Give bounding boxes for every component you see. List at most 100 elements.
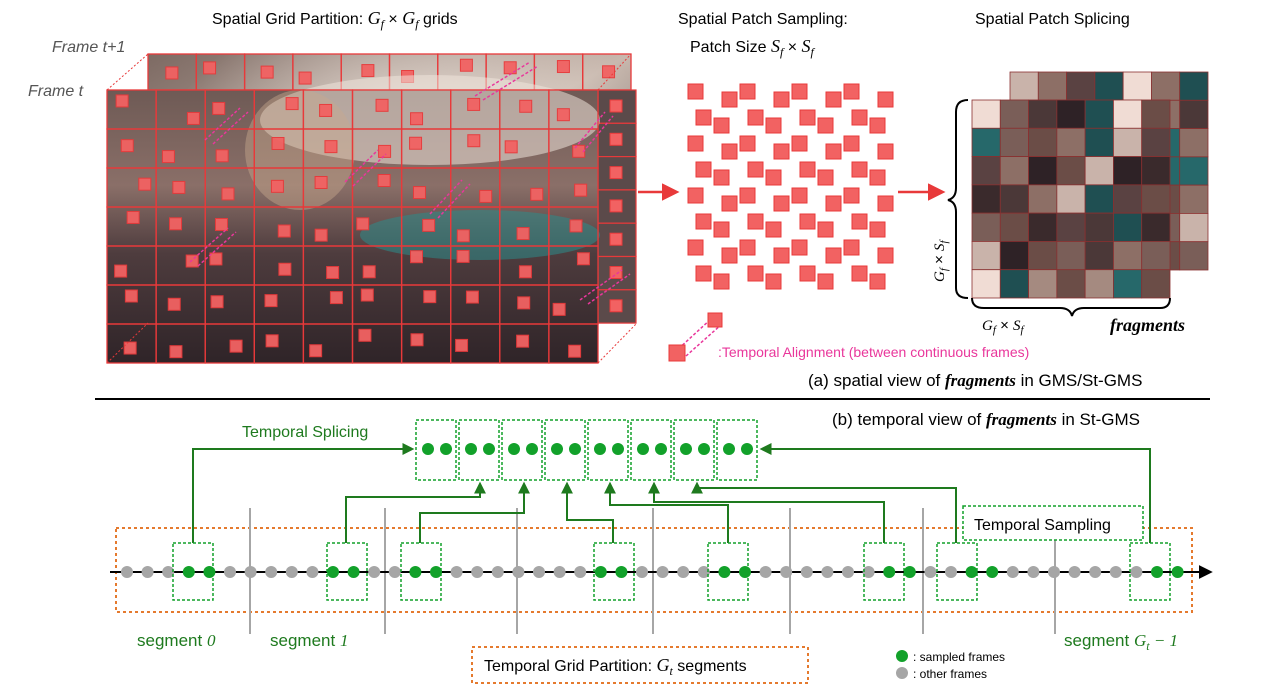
front-patch [271, 136, 285, 150]
sampled-patch [791, 135, 808, 152]
alignment-link [344, 149, 379, 183]
fragment-front-tile [971, 241, 1001, 271]
fragment-front-tile [1113, 269, 1143, 299]
sampled-patch [817, 273, 834, 290]
temporal-sample-box [863, 542, 905, 601]
fragment-back-tile [1179, 184, 1209, 214]
spliced-temporal-boxes [415, 419, 758, 481]
sampled-patch [869, 273, 886, 290]
other-frame-dot [842, 566, 854, 578]
sampled-patch [695, 265, 712, 282]
other-frame-dot [574, 566, 587, 578]
spatial-caption: (a) spatial view of fragments in GMS/St-… [808, 371, 1142, 390]
sampling-title-line2: Patch Size Sf × Sf [690, 36, 816, 59]
front-cell [548, 323, 599, 364]
alignment-link [579, 269, 623, 301]
sampled-patches-grid [687, 83, 894, 290]
alignment-link [189, 227, 229, 263]
connector-seg3 [561, 481, 614, 543]
sampled-frame-dot [327, 566, 339, 578]
front-patch [229, 339, 243, 353]
connector-seg2 [419, 481, 530, 543]
temporal-caption: (b) temporal view of fragments in St-GMS [832, 410, 1140, 429]
front-patch [375, 98, 389, 112]
front-patch [161, 150, 175, 164]
alignment-link [437, 183, 471, 219]
sampled-patch [739, 83, 756, 100]
fragment-back-tile [1151, 71, 1181, 101]
other-frame-dot [924, 566, 937, 578]
spliced-frame-dot [680, 443, 692, 455]
fragment-front-tile [971, 212, 1001, 242]
back-patch [556, 60, 570, 74]
sampled-patch [773, 247, 790, 264]
sampled-patch [799, 265, 816, 282]
sampled-frame-dot [594, 566, 607, 578]
grid-partition-title: Spatial Grid Partition: Gf × Gf grids [212, 8, 458, 31]
sampled-frame-dot [203, 566, 216, 578]
sampled-patch [721, 195, 738, 212]
back-side-patch [609, 132, 623, 146]
other-frame-dot [1130, 566, 1143, 578]
sampled-patch [799, 161, 816, 178]
other-frame-dot [656, 566, 669, 578]
temporal-partition-box [471, 646, 809, 684]
front-patch [410, 250, 424, 264]
other-frame-dot [224, 566, 236, 578]
width-dimension-label: Gf × Sf [982, 317, 1026, 336]
back-patch [459, 58, 473, 72]
other-frame-dot [800, 566, 813, 578]
frame-next-label: Frame t+1 [52, 39, 125, 56]
alignment-link [587, 273, 631, 305]
frame-current-grid [106, 89, 599, 364]
sampled-patch [825, 91, 842, 108]
spliced-temporal-box [501, 419, 543, 481]
legend-sampled-label: : sampled frames [913, 650, 1005, 664]
sampling-title-line1: Spatial Patch Sampling: [678, 11, 848, 28]
front-patch [138, 177, 152, 191]
fragment-back-tile [1066, 71, 1096, 101]
sampled-patch [765, 169, 782, 186]
other-frame-dot [821, 566, 834, 578]
other-frame-dot [1068, 566, 1081, 578]
other-frame-dot [121, 566, 133, 578]
other-frame-dot [491, 566, 504, 578]
front-patch [410, 112, 424, 126]
fragment-back-tile [1037, 71, 1067, 101]
sampled-patch [739, 135, 756, 152]
front-patch [124, 289, 138, 303]
fragment-back-tile [1179, 241, 1209, 271]
front-patch [377, 174, 391, 188]
front-patch [455, 338, 469, 352]
fragment-front-tile [1084, 127, 1114, 157]
front-patch [467, 134, 481, 148]
fragment-front-tile [999, 127, 1029, 157]
front-patch [412, 186, 426, 200]
fragment-front-tile [1141, 241, 1171, 271]
front-patch [169, 345, 183, 359]
fragment-front-tile [1084, 241, 1114, 271]
fragment-front-tile [1141, 212, 1171, 242]
spliced-temporal-box [673, 419, 715, 481]
front-patch [479, 189, 493, 203]
fragment-front-tile [1028, 99, 1058, 129]
other-frame-dot [697, 566, 710, 578]
sampled-frame-dot [347, 566, 360, 578]
front-patch [209, 252, 223, 266]
sampled-patch [721, 143, 738, 160]
sampled-patch [791, 239, 808, 256]
sampled-patch [877, 195, 894, 212]
alignment-link [204, 107, 241, 141]
front-patch [465, 290, 479, 304]
fragment-front-tile [999, 212, 1029, 242]
front-patch [456, 229, 470, 243]
sampled-patch [825, 195, 842, 212]
sampled-patch [843, 83, 860, 100]
fragment-front-tile [1113, 212, 1143, 242]
sampled-patch [747, 265, 764, 282]
legend-other-label: : other frames [913, 667, 987, 681]
other-frame-dot [1109, 566, 1122, 578]
temporal-sampling-label: Temporal Sampling [974, 517, 1111, 534]
sampled-patch [773, 91, 790, 108]
sampled-frame-dot [1151, 566, 1163, 578]
